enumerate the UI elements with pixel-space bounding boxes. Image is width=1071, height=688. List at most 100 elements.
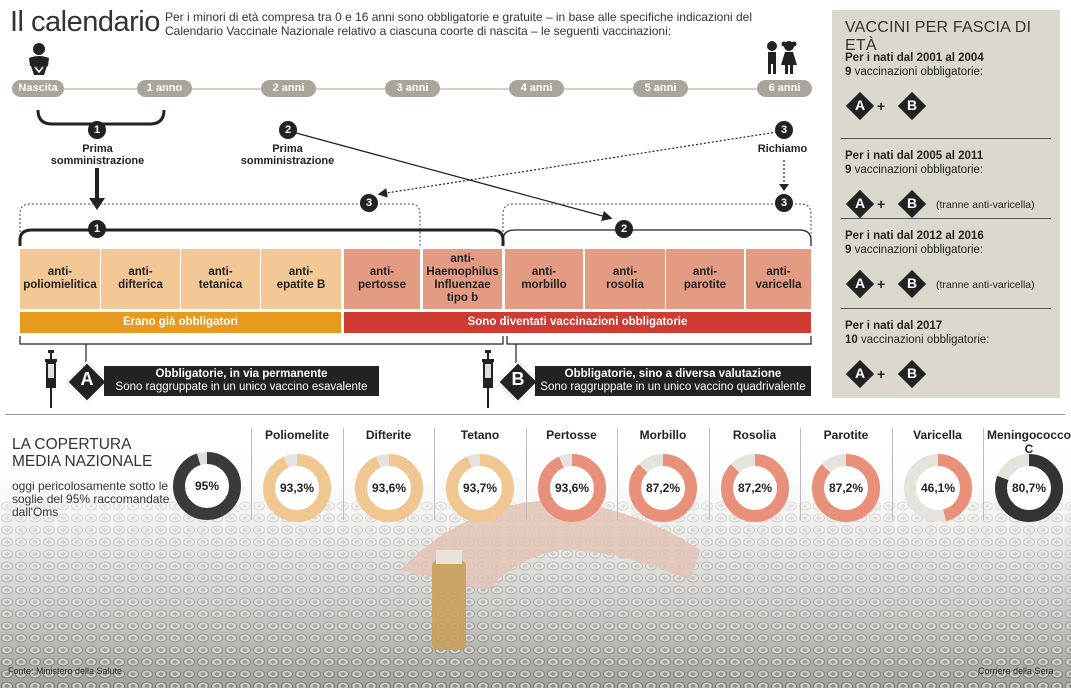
page-title: Il calendario [10, 6, 160, 38]
schedule-connectors [18, 109, 812, 366]
group-a-line1: Obbligatorie, in via permanente [155, 368, 328, 380]
vaccine-cell: anti-poliomielitica [20, 249, 100, 309]
coverage-title: LA COPERTURA MEDIA NAZIONALE [12, 436, 152, 470]
sidebar-section-count: 9 vaccinazioni obbligatorie: [845, 66, 983, 78]
vaccine-label: anti- [450, 253, 475, 265]
vaccine-label: difterica [118, 279, 163, 291]
coverage-vaccine-name: Pertosse [546, 428, 597, 442]
donut-arc [720, 454, 789, 522]
intro-text: Per i minori di età compresa tra 0 e 16 … [165, 10, 753, 38]
sidebar-section-heading: Per i nati dal 2001 al 2004 [845, 52, 984, 64]
timeline-pill: 6 anni [757, 80, 812, 97]
vaccine-label: pertosse [358, 279, 406, 291]
vaccine-label: anti- [208, 266, 233, 278]
sidebar-note: (tranne anti-varicella) [936, 279, 1035, 291]
plus-sign: + [877, 366, 886, 382]
coverage-vaccine-name: Difterite [365, 428, 412, 442]
donut-separator [434, 428, 435, 520]
coverage-donut: 93,6% [537, 454, 606, 522]
vaccine-label: varicella [755, 279, 802, 291]
group-b-box: Obbligatorie, sino a diversa valutazione… [535, 366, 811, 396]
coverage-donut: 80,7% [995, 454, 1063, 522]
timeline-pill: Nascita [12, 80, 64, 97]
syringe-icon [45, 350, 57, 408]
vaccine-cell: anti-morbillo [505, 249, 583, 309]
vaccine-label: anti- [531, 266, 557, 278]
donut-value-label: 93,7% [463, 481, 497, 495]
group-a-letter: A [80, 369, 94, 389]
donut-value-label: 80,7% [1012, 481, 1046, 495]
coverage-vaccine-name: Varicella [913, 428, 962, 442]
group-b-letter-small: B [906, 97, 918, 113]
timeline-pill: 5 anni [633, 80, 688, 97]
donut-separator [617, 428, 618, 520]
sidebar-section-count: 9 vaccinazioni obbligatorie: [845, 244, 983, 256]
vaccine-label: anti- [288, 266, 314, 278]
donut-arc [995, 454, 1063, 522]
children-icon [767, 41, 797, 74]
vaccine-label: Haemophilus [426, 266, 499, 278]
step-2-badge: 2 [279, 121, 297, 139]
donut-arc [263, 454, 331, 522]
donut-value-label: 93,6% [371, 481, 405, 495]
donut-arc [354, 454, 423, 522]
syringe-icon [482, 350, 494, 408]
section-divider [5, 414, 1065, 415]
donut-separator [983, 428, 984, 520]
vaccine-cell: anti-rosolia [585, 249, 665, 309]
sidebar-count-text: vaccinazioni obbligatorie: [851, 164, 984, 176]
age-group-sidebar: VACCINI PER FASCIA DI ETÀ Per i nati dal… [832, 10, 1060, 398]
step-3-badge: 3 [775, 121, 793, 139]
coverage-donut: 87,2% [812, 454, 880, 522]
coverage-donut: 93,6% [354, 454, 423, 522]
group-b-letter-small: B [906, 195, 918, 211]
step-1-label: Prima somministrazione [50, 143, 145, 167]
plus-sign: + [877, 98, 886, 114]
sidebar-divider [841, 138, 1051, 139]
coverage-subtitle: oggi pericolosamente sotto le soglie del… [12, 479, 170, 519]
group-b-line1: Obbligatorie, sino a diversa valutazione [564, 368, 782, 380]
coverage-donut: 87,2% [720, 454, 789, 522]
vaccine-label: tetanica [198, 279, 243, 291]
donut-arc [903, 454, 972, 522]
vaccine-label: rosolia [606, 279, 644, 291]
coverage-donut: 93,3% [263, 454, 331, 522]
coverage-title-line1: LA COPERTURA [12, 436, 132, 453]
donut-arc [629, 454, 697, 522]
timeline-pill: 1 anno [137, 80, 192, 97]
sidebar-count-number: 9 [845, 244, 852, 256]
sidebar-section-count: 9 vaccinazioni obbligatorie: [845, 164, 983, 176]
donut-value-label: 87,2% [737, 481, 771, 495]
coverage-donut: 93,7% [446, 454, 514, 522]
step-1-badge: 1 [88, 121, 106, 139]
booster-label: Richiamo [757, 143, 808, 155]
newly-mandatory-bar: Sono diventati vaccinazioni obbligatorie [344, 312, 811, 333]
sidebar-section-heading: Per i nati dal 2005 al 2011 [845, 150, 984, 162]
vaccine-label: poliomielitica [23, 279, 97, 291]
group-a-box: Obbligatorie, in via permanente Sono rag… [104, 366, 379, 396]
timeline-pill: 3 anni [385, 80, 440, 97]
plus-sign: + [877, 276, 886, 292]
credit-text: Corriere della Sera [978, 666, 1054, 676]
sidebar-divider [841, 308, 1051, 309]
source-text: Fonte: Ministero della Salute [8, 666, 123, 676]
baby-icon [29, 43, 49, 75]
donut-value-label: 93,6% [554, 481, 588, 495]
donut-separator [800, 428, 801, 520]
vaccine-label: anti- [766, 266, 791, 278]
sidebar-section-heading: Per i nati dal 2017 [845, 320, 943, 332]
step-3-badge-right: 3 [775, 194, 793, 212]
group-a-line2: Sono raggruppate in un unico vaccino esa… [115, 381, 368, 393]
group-a-letter-small: A [854, 365, 866, 381]
vaccine-label: parotite [683, 279, 727, 291]
step-2-label: Prima somministrazione [240, 143, 335, 167]
step-2-badge-group: 2 [615, 220, 633, 238]
sidebar-count-text: vaccinazioni obbligatorie: [851, 66, 984, 78]
donut-arc [537, 454, 606, 522]
coverage-vaccine-name: Rosolia [732, 428, 777, 442]
coverage-vaccine-name: Poliomelite [264, 428, 329, 442]
donut-separator [708, 428, 710, 520]
group-b-letter: B [511, 369, 525, 389]
sidebar-count-number: 9 [845, 66, 852, 78]
